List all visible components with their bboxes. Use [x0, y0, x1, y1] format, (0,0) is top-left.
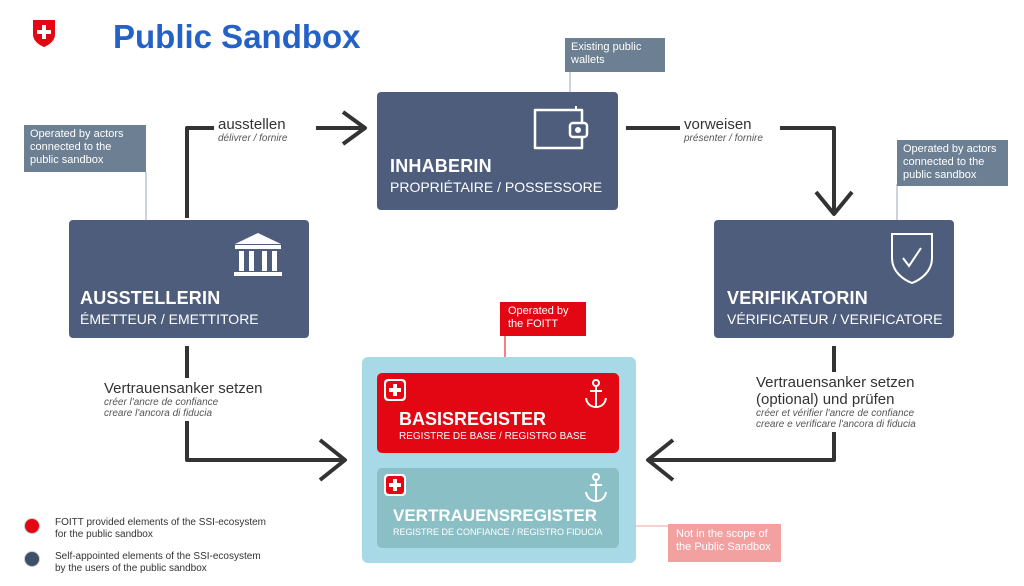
edge-label-issue: ausstellen délivrer / fornire	[214, 114, 316, 146]
legend-foitt-dot	[24, 518, 40, 534]
legend-foitt-line1: FOITT provided elements of the SSI-ecosy…	[55, 517, 267, 528]
edge-anchor-right-sub2: creare e verificare l'ancora di fiducia	[756, 419, 916, 430]
legend-self-line1: Self-appointed elements of the SSI-ecosy…	[55, 551, 261, 562]
edge-label-anchor-left: Vertrauensanker setzen créer l'ancre de …	[100, 378, 290, 421]
verifier-box: VERIFIKATORIN VÉRIFICATEUR / VERIFICATOR…	[714, 220, 954, 338]
edge-anchor-right-sub1: créer et vérifier l'ancre de confiance	[756, 408, 915, 419]
edge-issue-sub: délivrer / fornire	[218, 133, 288, 144]
anchor-right-arrowhead	[646, 438, 675, 482]
holder-sub: PROPRIÉTAIRE / POSSESSORE	[390, 179, 603, 195]
edge-anchor-left-main: Vertrauensanker setzen	[104, 380, 263, 397]
holder-name: INHABERIN	[390, 156, 492, 176]
edge-anchor-left-sub1: créer l'ancre de confiance	[104, 397, 219, 408]
issuer-sub: ÉMETTEUR / EMETTITORE	[80, 311, 259, 327]
edge-present-sub: présenter / fornire	[684, 133, 763, 144]
page-title: Public Sandbox	[113, 18, 361, 55]
verifier-name: VERIFIKATORIN	[727, 288, 868, 308]
note-operated-by-foitt: Operated by the FOITT	[500, 302, 586, 336]
legend-self-line2: by the users of the public sandbox	[55, 563, 207, 574]
swiss-shield-logo-icon	[33, 20, 55, 47]
base-register-name: BASISREGISTER	[399, 409, 547, 429]
verifier-sub: VÉRIFICATEUR / VERIFICATORE	[727, 311, 943, 327]
institution-building-icon	[234, 233, 282, 276]
trust-register-box: VERTRAUENSREGISTER REGISTRE DE CONFIANCE…	[377, 468, 619, 548]
edge-label-anchor-right: Vertrauensanker setzen (optional) und pr…	[752, 372, 940, 432]
edge-anchor-left-sub2: creare l'ancora di fiducia	[104, 408, 213, 419]
swiss-cross-icon	[384, 474, 406, 496]
holder-box: INHABERIN PROPRIÉTAIRE / POSSESSORE	[377, 92, 618, 210]
edge-present-main: vorweisen	[684, 116, 752, 133]
trust-register-name: VERTRAUENSREGISTER	[393, 506, 598, 525]
legend-self-text: Self-appointed elements of the SSI-ecosy…	[55, 551, 261, 575]
base-register-sub: REGISTRE DE BASE / REGISTRO BASE	[399, 431, 587, 442]
note-not-in-scope: Not in the scope of the Public Sandbox	[668, 524, 781, 562]
issue-arrowhead	[341, 110, 367, 146]
edge-label-present: vorweisen présenter / fornire	[680, 114, 780, 146]
legend-foitt-text: FOITT provided elements of the SSI-ecosy…	[55, 517, 266, 541]
anchor-icon	[585, 473, 607, 503]
edge-anchor-right-main2: (optional) und prüfen	[756, 391, 895, 408]
anchor-icon	[585, 379, 607, 409]
trust-register-sub: REGISTRE DE CONFIANCE / REGISTRO FIDUCIA	[393, 527, 603, 537]
base-register-box: BASISREGISTER REGISTRE DE BASE / REGISTR…	[377, 373, 619, 453]
note-operated-by-actors-right: Operated by actors connected to the publ…	[897, 140, 1008, 186]
swiss-cross-icon	[384, 379, 406, 401]
anchor-left-arrowhead	[318, 438, 347, 482]
present-arrowhead	[814, 190, 854, 216]
note-existing-wallets: Existing public wallets	[565, 38, 665, 72]
issuer-name: AUSSTELLERIN	[80, 288, 221, 308]
edge-issue-main: ausstellen	[218, 116, 286, 133]
legend-foitt-line2: for the public sandbox	[55, 529, 153, 540]
verified-shield-icon	[891, 233, 933, 285]
note-operated-by-actors-left: Operated by actors connected to the publ…	[24, 125, 146, 172]
edge-anchor-right-main1: Vertrauensanker setzen	[756, 374, 915, 391]
legend-self-dot	[24, 551, 40, 567]
wallet-icon	[533, 106, 589, 150]
